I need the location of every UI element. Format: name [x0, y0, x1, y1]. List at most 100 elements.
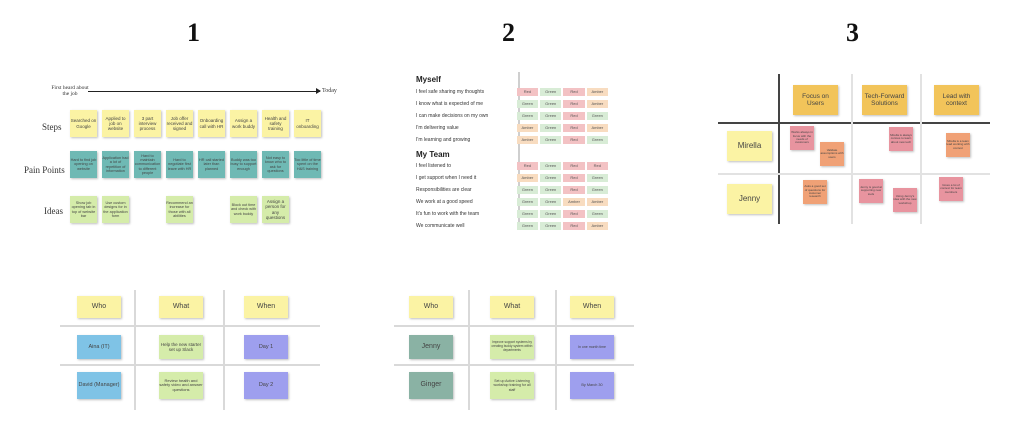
rating-cell[interactable]: Red: [563, 99, 585, 108]
rating-cell[interactable]: Amber: [586, 87, 608, 96]
value-column-header[interactable]: Lead with context: [934, 85, 979, 115]
idea-note[interactable]: Assign a person for any questions: [262, 196, 289, 223]
rating-cell[interactable]: Green: [540, 123, 562, 132]
rating-cell[interactable]: Green: [540, 161, 562, 170]
rating-cell[interactable]: Red: [563, 135, 585, 144]
rating-cell[interactable]: Amber: [586, 99, 608, 108]
pain-point-note[interactable]: Hard to maintain communication to differ…: [134, 151, 161, 178]
what-note[interactable]: Improve support systems by creating budd…: [490, 335, 534, 359]
who-note[interactable]: David (Manager): [77, 372, 121, 399]
timeline-arrow: [88, 91, 320, 92]
rating-cell[interactable]: Green: [540, 185, 562, 194]
rating-cell[interactable]: Green: [540, 111, 562, 120]
rating-cell[interactable]: Green: [516, 185, 539, 194]
pain-point-note[interactable]: Too little of time spent on the H&S trai…: [294, 151, 321, 178]
table-row: I know what is expected of me Green Gree…: [414, 98, 610, 109]
feedback-note[interactable]: Using Jenny's idea with the new workshop: [893, 188, 917, 212]
what-note[interactable]: Set up Active Listening workshop trainin…: [490, 372, 534, 399]
rating-cell[interactable]: Amber: [516, 135, 539, 144]
step-note[interactable]: Assign a work buddy: [230, 110, 257, 137]
section-title-my-team: My Team: [416, 150, 450, 159]
step-note[interactable]: 3 part interview process: [134, 110, 161, 137]
rating-cell[interactable]: Red: [563, 123, 585, 132]
rating-cell[interactable]: Red: [516, 161, 539, 170]
rating-cell[interactable]: Red: [563, 209, 585, 218]
value-column-header[interactable]: Focus on Users: [793, 85, 838, 115]
feedback-note[interactable]: Jenny is good at supporting new tools: [859, 179, 883, 203]
pain-point-note[interactable]: Application had a lot of repetition of i…: [102, 151, 129, 178]
value-column-header[interactable]: Tech-Forward Solutions: [862, 85, 907, 115]
feedback-note[interactable]: Mirella is always curious to learn about…: [889, 127, 913, 151]
feedback-note[interactable]: Validate assumptions with users: [820, 142, 844, 166]
rating-cell[interactable]: Green: [540, 135, 562, 144]
rating-cell[interactable]: Green: [540, 173, 562, 182]
rating-cell[interactable]: Amber: [586, 123, 608, 132]
rating-cell[interactable]: Amber: [586, 221, 608, 230]
what-note[interactable]: Review health and safety video and answe…: [159, 372, 203, 399]
pain-point-note[interactable]: HR call started later than planned: [198, 151, 225, 178]
rating-cell[interactable]: Red: [516, 87, 539, 96]
when-note[interactable]: Day 1: [244, 335, 288, 359]
column-header-what[interactable]: What: [159, 296, 203, 318]
idea-note[interactable]: Use custom designs for in the applicatio…: [102, 196, 129, 223]
rating-cell[interactable]: Red: [563, 111, 585, 120]
when-note[interactable]: By March 30: [570, 372, 614, 399]
feedback-note[interactable]: Works always in focus with the needs of …: [790, 126, 814, 150]
rating-cell[interactable]: Green: [586, 135, 608, 144]
column-header-when[interactable]: When: [570, 296, 614, 318]
step-note[interactable]: Applied to job on website: [102, 110, 129, 137]
column-header-what[interactable]: What: [490, 296, 534, 318]
step-note[interactable]: Job offer received and signed: [166, 110, 193, 137]
idea-note[interactable]: Recommend an increase for those with all…: [166, 196, 193, 223]
rating-cell[interactable]: Amber: [586, 197, 608, 206]
feedback-note[interactable]: Gives a lot of context for team members: [939, 177, 963, 201]
person-label[interactable]: Mirella: [727, 131, 772, 161]
rating-cell[interactable]: Green: [586, 209, 608, 218]
rating-cell[interactable]: Green: [516, 99, 539, 108]
column-header-who[interactable]: Who: [77, 296, 121, 318]
rating-cell[interactable]: Red: [563, 161, 585, 170]
column-header-who[interactable]: Who: [409, 296, 453, 318]
step-note[interactable]: Health and safety training: [262, 110, 289, 137]
rating-cell[interactable]: Green: [516, 221, 539, 230]
pain-point-note[interactable]: Hard to find job opening on website: [70, 151, 97, 178]
idea-note[interactable]: Show job opening tab in top of website b…: [70, 196, 97, 223]
rating-cell[interactable]: Green: [586, 173, 608, 182]
rating-cell[interactable]: Green: [586, 185, 608, 194]
pain-point-note[interactable]: Not easy to know who to ask for question…: [262, 151, 289, 178]
when-note[interactable]: In one month time: [570, 335, 614, 359]
idea-note[interactable]: Block out time and check with work buddy: [230, 196, 257, 223]
what-note[interactable]: Help the new starter set up Slack: [159, 335, 203, 359]
pain-point-note[interactable]: Hard to negotiate first leave with HR: [166, 151, 193, 178]
rating-cell[interactable]: Green: [516, 197, 539, 206]
rating-cell[interactable]: Red: [563, 87, 585, 96]
rating-cell[interactable]: Red: [563, 173, 585, 182]
when-note[interactable]: Day 2: [244, 372, 288, 399]
who-note[interactable]: Ginger: [409, 372, 453, 399]
person-label[interactable]: Jenny: [727, 184, 772, 214]
rating-cell[interactable]: Red: [563, 185, 585, 194]
feedback-note[interactable]: Mirella is a team lead working with cont…: [946, 133, 970, 157]
step-note[interactable]: IT onboarding: [294, 110, 321, 137]
rating-cell[interactable]: Amber: [563, 197, 585, 206]
feedback-note[interactable]: Asks a good set of questions for custome…: [803, 180, 827, 204]
rating-cell[interactable]: Green: [540, 197, 562, 206]
rating-cell[interactable]: Red: [586, 161, 608, 170]
rating-cell[interactable]: Green: [540, 221, 562, 230]
rating-cell[interactable]: Green: [516, 209, 539, 218]
rating-cell[interactable]: Amber: [516, 123, 539, 132]
step-note[interactable]: Onboarding call with HR: [198, 110, 225, 137]
who-note[interactable]: Jenny: [409, 335, 453, 359]
rating-cell[interactable]: Green: [540, 99, 562, 108]
rating-cell[interactable]: Amber: [516, 173, 539, 182]
rating-cell[interactable]: Green: [540, 87, 562, 96]
rating-cell[interactable]: Green: [516, 111, 539, 120]
timeline-end-label: Today: [322, 88, 337, 94]
rating-cell[interactable]: Green: [586, 111, 608, 120]
rating-cell[interactable]: Green: [540, 209, 562, 218]
step-note[interactable]: Searched on Google: [70, 110, 97, 137]
who-note[interactable]: Aina (IT): [77, 335, 121, 359]
column-header-when[interactable]: When: [244, 296, 288, 318]
rating-cell[interactable]: Red: [563, 221, 585, 230]
pain-point-note[interactable]: Buddy was too busy to support enough: [230, 151, 257, 178]
